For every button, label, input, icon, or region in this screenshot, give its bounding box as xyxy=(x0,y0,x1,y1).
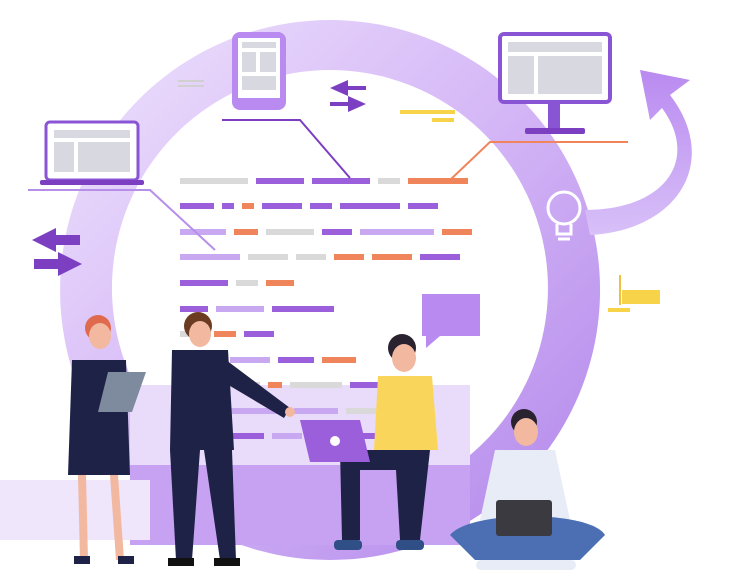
code-line-segment xyxy=(234,229,258,235)
code-line-segment xyxy=(296,254,326,260)
code-line-segment xyxy=(230,408,286,414)
code-line-segment xyxy=(180,178,248,184)
lightbulb-icon xyxy=(546,190,582,241)
code-line-segment xyxy=(236,280,258,286)
speech-bubble-icon xyxy=(422,294,480,348)
code-line-segment xyxy=(180,203,214,209)
code-line-segment xyxy=(278,357,314,363)
code-line-segment xyxy=(244,331,274,337)
code-line-segment xyxy=(180,229,226,235)
code-line-segment xyxy=(408,203,438,209)
code-line-segment xyxy=(256,178,304,184)
person-man-crosslegged xyxy=(450,409,605,570)
decorative-marks xyxy=(178,80,660,312)
code-line-segment xyxy=(420,254,460,260)
code-line-segment xyxy=(266,229,314,235)
code-line-segment xyxy=(340,203,400,209)
code-line-segment xyxy=(350,382,390,388)
swap-arrows-icon xyxy=(330,80,366,112)
laptop-icon xyxy=(40,120,144,185)
code-line-segment xyxy=(290,382,342,388)
person-woman-tablet xyxy=(68,315,146,564)
code-line-segment xyxy=(222,203,234,209)
code-line-segment xyxy=(242,203,254,209)
code-line-segment xyxy=(272,306,334,312)
code-line-segment xyxy=(310,203,332,209)
person-man-pointing xyxy=(168,312,295,566)
code-line-segment xyxy=(230,433,264,439)
code-line-segment xyxy=(312,178,370,184)
connector-lines xyxy=(28,119,628,251)
swap-arrows-left-icon xyxy=(32,228,82,276)
code-line-segment xyxy=(248,254,288,260)
code-line-segment xyxy=(262,203,302,209)
code-line-segment xyxy=(180,254,240,260)
code-line-segment xyxy=(360,229,434,235)
code-line-segment xyxy=(378,178,400,184)
monitor-icon xyxy=(498,32,612,134)
code-line-segment xyxy=(216,306,264,312)
code-line-segment xyxy=(334,254,364,260)
code-line-segment xyxy=(322,229,352,235)
code-line-segment xyxy=(346,408,376,414)
tablet-icon xyxy=(232,32,286,110)
curved-arrow-icon xyxy=(585,70,692,235)
code-line-segment xyxy=(266,280,294,286)
code-line-segment xyxy=(372,254,412,260)
code-line-segment xyxy=(322,357,356,363)
code-line-segment xyxy=(294,408,338,414)
code-line-segment xyxy=(230,357,270,363)
code-line-segment xyxy=(272,433,302,439)
code-line-segment xyxy=(442,229,472,235)
code-line-segment xyxy=(180,306,208,312)
code-line-segment xyxy=(214,331,236,337)
code-line-segment xyxy=(408,178,468,184)
code-line-segment xyxy=(180,280,228,286)
person-man-yellow-laptop xyxy=(300,334,438,550)
code-line-segment xyxy=(268,382,282,388)
